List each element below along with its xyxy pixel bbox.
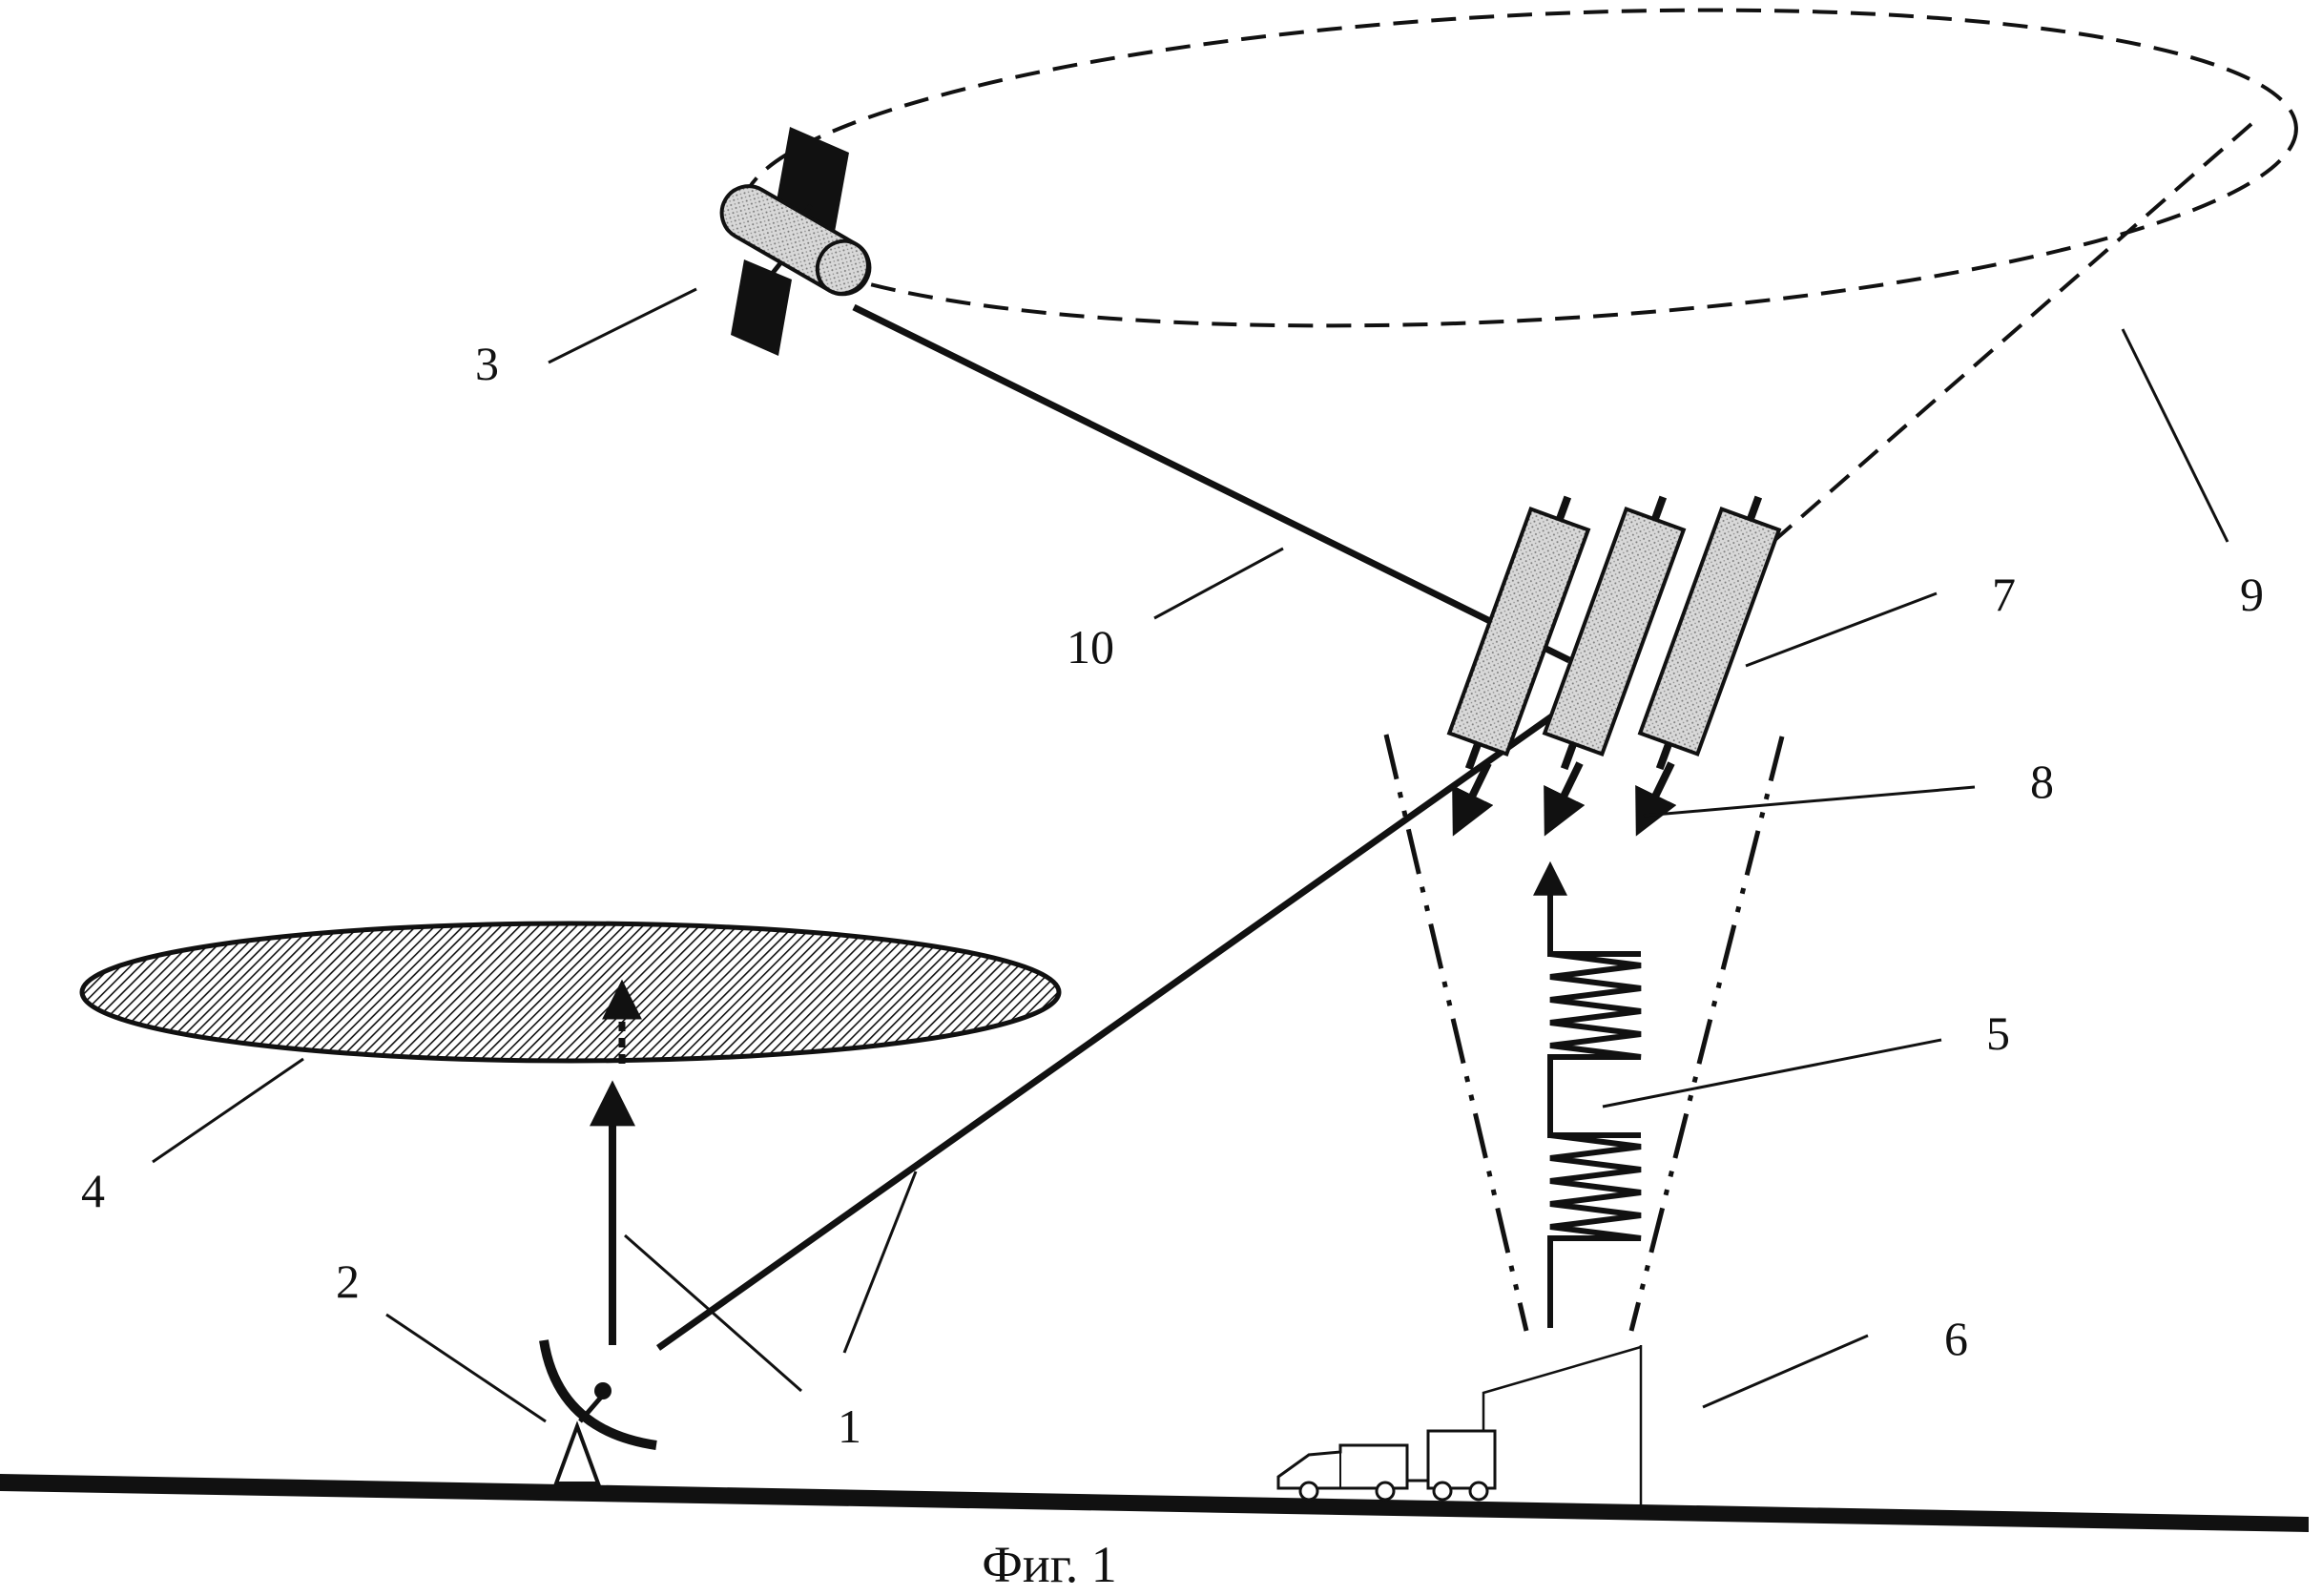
- emission-arrows: [1452, 761, 1677, 837]
- truck: [1276, 1443, 1409, 1502]
- leader-lines: [152, 287, 2229, 1423]
- satellite-link-line: [852, 303, 1571, 664]
- hatched-cloud: [79, 921, 1062, 1064]
- label-9: 9: [2240, 568, 2264, 621]
- trailer: [1407, 1429, 1497, 1502]
- label-7: 7: [1992, 568, 2016, 621]
- label-5: 5: [1986, 1006, 2010, 1060]
- label-8: 8: [2030, 755, 2054, 808]
- beam-cone: [1383, 734, 1785, 1332]
- vertical-beam-arrow: [590, 979, 642, 1345]
- emitter-module-2: [1542, 495, 1687, 771]
- label-1: 1: [838, 1399, 861, 1453]
- ground-line: [0, 1474, 2309, 1532]
- solar-panel-top: [776, 127, 849, 232]
- ground-link-line: [655, 701, 1572, 1351]
- orbit-path: [741, 8, 2298, 559]
- label-6: 6: [1944, 1312, 1968, 1365]
- satellite: [719, 127, 872, 356]
- label-2: 2: [336, 1254, 360, 1308]
- signal-waveform: [1533, 860, 1642, 1328]
- emitter-module-3: [1637, 495, 1782, 771]
- emitter-modules: [1446, 495, 1782, 771]
- label-4: 4: [81, 1164, 105, 1217]
- label-10: 10: [1067, 620, 1114, 674]
- figure-caption: Фиг. 1: [982, 1536, 1117, 1593]
- ground-vehicles: [1276, 1345, 1643, 1505]
- label-3: 3: [475, 337, 499, 390]
- emitter-module-1: [1446, 495, 1591, 771]
- solar-panel-bottom: [731, 259, 792, 356]
- ground-antenna: [539, 1339, 657, 1485]
